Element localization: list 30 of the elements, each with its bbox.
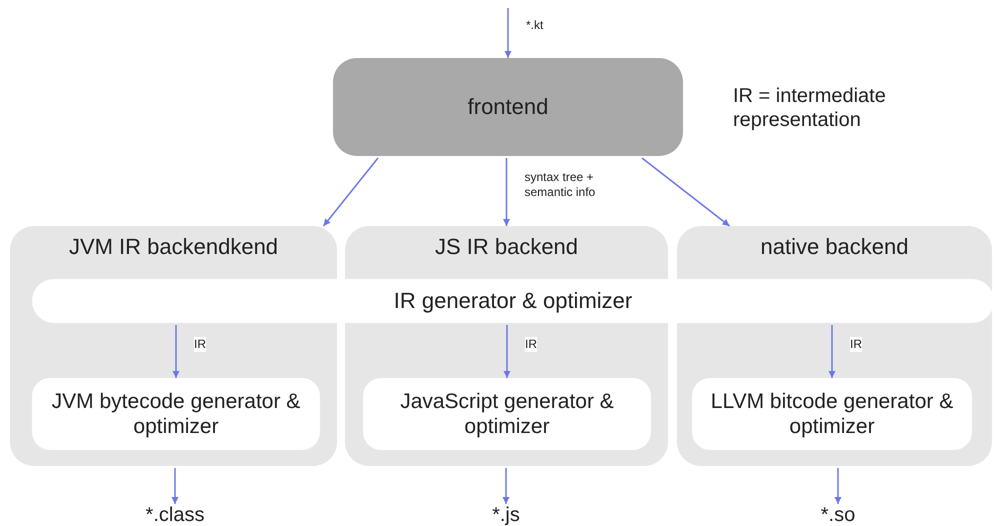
band-label: IR generator & optimizer: [392, 288, 634, 314]
panel-title: native backend: [760, 234, 910, 260]
output-file-label: *.so: [788, 504, 888, 526]
note-text: IR = intermediate representation: [733, 84, 887, 132]
arrow: [642, 157, 730, 227]
arrow: [172, 468, 178, 504]
output-file-label: *.class: [125, 504, 225, 526]
arrow: [322, 158, 379, 226]
arrow: [504, 8, 512, 58]
arrow: [502, 468, 510, 504]
panel-title: JVM IR backendkend: [68, 234, 280, 260]
output-file-label: *.js: [456, 504, 556, 526]
process-box: [32, 378, 320, 450]
process-band: [32, 279, 994, 323]
box-label: LLVM bitcode generator & optimizer: [710, 389, 954, 439]
box-label: JavaScript generator & optimizer: [399, 389, 615, 439]
arrow: [504, 325, 510, 378]
box-label: JVM bytecode generator & optimizer: [50, 389, 302, 439]
edge-label: IR: [194, 337, 206, 352]
arrow: [834, 468, 842, 504]
process-box: [333, 58, 683, 156]
edge-label: IR: [525, 337, 537, 352]
panel-title: JS IR backend: [434, 234, 580, 260]
process-box: [363, 378, 651, 450]
box-label: frontend: [466, 94, 550, 120]
arrow: [172, 325, 180, 378]
edge-label: IR: [850, 337, 862, 352]
arrow: [828, 325, 836, 378]
arrow: [503, 158, 510, 226]
process-box: [692, 378, 972, 450]
